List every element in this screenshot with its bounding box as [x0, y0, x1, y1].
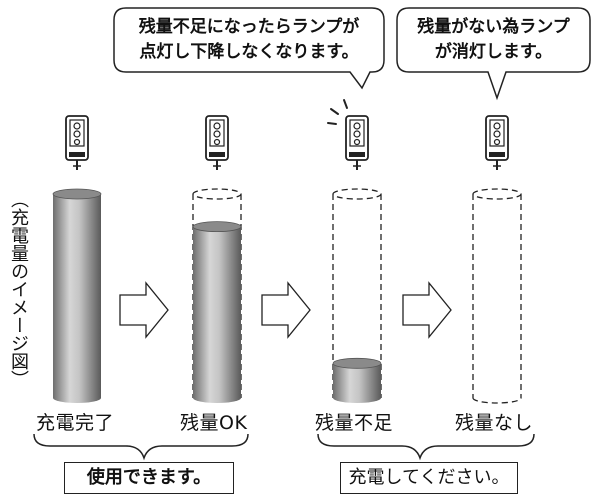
bubble-empty-text: 残量がない為ランプ が消灯します。: [417, 17, 570, 62]
vertical-label: （充電量のイメージ図）: [8, 190, 29, 388]
arrow-right-icon: [119, 282, 169, 338]
stage-label-low: 残量不足: [315, 412, 394, 434]
brace-usable: [33, 433, 249, 461]
lamp-icon-empty: [485, 115, 509, 171]
group-label-charge: 充電してください。: [340, 462, 518, 494]
charge-cylinder-full: [52, 188, 102, 403]
charge-fill-top: [192, 221, 242, 233]
stage-label-ok: 残量OK: [180, 412, 248, 434]
charge-fill: [53, 194, 101, 403]
speech-bubble-empty: [396, 7, 591, 101]
stage-label-empty: 残量なし: [455, 412, 534, 434]
charge-fill-top: [52, 188, 102, 200]
arrow-right-icon: [261, 282, 311, 338]
lamp-icon-low: [345, 115, 369, 171]
speech-bubble-low: [113, 7, 385, 90]
charge-fill: [193, 226, 241, 403]
brace-charge: [317, 433, 535, 461]
arrow-right-icon: [402, 282, 452, 338]
lamp-light-rays-icon: [327, 99, 348, 125]
bubble-low-text: 残量不足になったらランプが 点灯し下降しなくなります。: [138, 17, 360, 62]
lamp-icon-full: [65, 115, 89, 171]
group-label-usable: 使用できます。: [64, 462, 234, 494]
charge-fill: [333, 363, 381, 403]
lamp-icon-ok: [205, 115, 229, 171]
charge-cylinder-low: [332, 188, 382, 403]
charge-cylinder-ok: [192, 188, 242, 403]
stage-label-full: 充電完了: [36, 412, 115, 434]
charge-cylinder-empty: [472, 188, 522, 404]
charge-fill-top: [332, 357, 382, 369]
